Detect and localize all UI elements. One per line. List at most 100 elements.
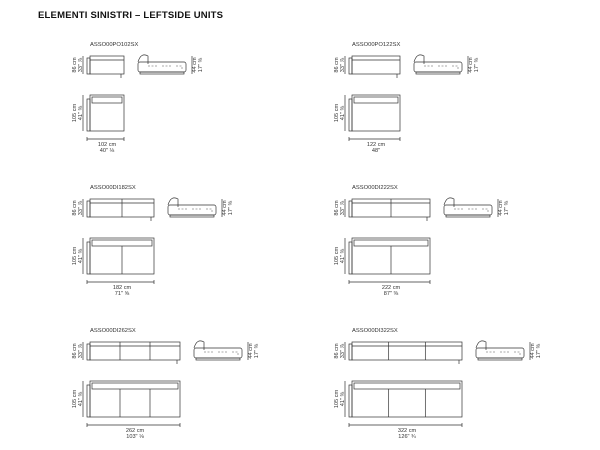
- width-in-label: 48": [372, 148, 380, 154]
- seat-depth-cm-label: 105 cm: [72, 103, 78, 122]
- side-cushion: [193, 347, 243, 359]
- armrest: [348, 200, 353, 218]
- seat-depth-in-label: 41" ⅜: [78, 105, 84, 120]
- front-outline: [89, 380, 181, 418]
- side-base: [169, 214, 215, 218]
- width-cm-label: 122 cm: [367, 142, 386, 148]
- unit-code: ASSO00DI222SX: [352, 185, 398, 191]
- height-in-label: 17" ⅜: [504, 200, 510, 215]
- side-frame-dashed: [178, 208, 213, 213]
- front-armrest: [86, 98, 91, 132]
- height-in-label: 17" ⅜: [536, 343, 542, 358]
- front-outline: [89, 94, 125, 132]
- seat-depth-in-label: 41" ⅜: [340, 248, 346, 263]
- seat-depth-cm-label: 105 cm: [72, 246, 78, 265]
- side-frame-dashed: [204, 351, 239, 356]
- side-backrest: [137, 54, 149, 64]
- height-cm-label: 44 cm: [530, 343, 536, 359]
- depth-cm-label: 86 cm: [334, 343, 340, 359]
- side-base: [477, 357, 523, 361]
- side-cushion: [137, 61, 187, 73]
- front-back-cushion: [353, 382, 461, 390]
- width-cm-label: 102 cm: [98, 142, 117, 148]
- front-back-cushion: [353, 239, 429, 247]
- front-back-cushion: [91, 239, 153, 247]
- depth-cm-label: 86 cm: [72, 200, 78, 216]
- armrest: [86, 343, 91, 361]
- width-in-label: 126" ¾: [398, 434, 416, 440]
- depth-in-label: 33" ⅞: [78, 57, 84, 72]
- unit-code: ASSO00DI182SX: [90, 185, 136, 191]
- depth-cm-label: 86 cm: [72, 57, 78, 73]
- unit-top-view: [351, 55, 401, 75]
- unit-top-view: [89, 341, 181, 361]
- armrest: [86, 200, 91, 218]
- seat-depth-cm-label: 105 cm: [334, 389, 340, 408]
- unit-code: ASSO00DI262SX: [90, 328, 136, 334]
- depth-in-label: 33" ⅞: [340, 57, 346, 72]
- seat-depth-in-label: 41" ⅜: [78, 248, 84, 263]
- side-frame-dashed: [454, 208, 489, 213]
- front-armrest: [86, 384, 91, 418]
- seat-depth-in-label: 41" ⅜: [78, 391, 84, 406]
- side-backrest: [167, 197, 179, 207]
- side-backrest: [193, 340, 205, 350]
- depth-in-label: 33" ⅞: [78, 343, 84, 358]
- side-frame-dashed: [424, 65, 459, 70]
- side-base: [139, 71, 185, 75]
- seat-depth-in-label: 41" ⅜: [340, 391, 346, 406]
- depth-cm-label: 86 cm: [334, 200, 340, 216]
- depth-cm-label: 86 cm: [334, 57, 340, 73]
- front-armrest: [348, 384, 353, 418]
- front-outline: [351, 94, 401, 132]
- side-frame-dashed: [148, 65, 183, 70]
- width-in-label: 40" ⅛: [100, 148, 115, 154]
- width-cm-label: 182 cm: [113, 285, 132, 291]
- front-back-cushion: [353, 96, 399, 104]
- unit-top-view: [89, 55, 125, 75]
- seat-depth-cm-label: 105 cm: [334, 103, 340, 122]
- unit-top-view: [351, 341, 463, 361]
- height-cm-label: 44 cm: [468, 57, 474, 73]
- side-backrest: [443, 197, 455, 207]
- depth-in-label: 33" ⅞: [340, 200, 346, 215]
- side-base: [445, 214, 491, 218]
- depth-cm-label: 86 cm: [72, 343, 78, 359]
- seat-depth-cm-label: 105 cm: [72, 389, 78, 408]
- seat-depth-in-label: 41" ⅜: [340, 105, 346, 120]
- side-base: [195, 357, 241, 361]
- unit-code: ASSO00PO122SX: [352, 42, 400, 48]
- width-in-label: 71" ⅝: [115, 291, 130, 297]
- width-cm-label: 262 cm: [126, 428, 145, 434]
- armrest: [86, 57, 91, 75]
- armrest: [348, 343, 353, 361]
- depth-in-label: 33" ⅞: [340, 343, 346, 358]
- height-cm-label: 44 cm: [498, 200, 504, 216]
- width-in-label: 103" ⅛: [126, 434, 144, 440]
- side-cushion: [475, 347, 525, 359]
- front-outline: [351, 380, 463, 418]
- unit-code: ASSO00PO102SX: [90, 42, 138, 48]
- width-cm-label: 322 cm: [398, 428, 417, 434]
- front-armrest: [348, 241, 353, 275]
- front-back-cushion: [91, 382, 179, 390]
- unit-code: ASSO00DI322SX: [352, 328, 398, 334]
- armrest: [348, 57, 353, 75]
- front-armrest: [86, 241, 91, 275]
